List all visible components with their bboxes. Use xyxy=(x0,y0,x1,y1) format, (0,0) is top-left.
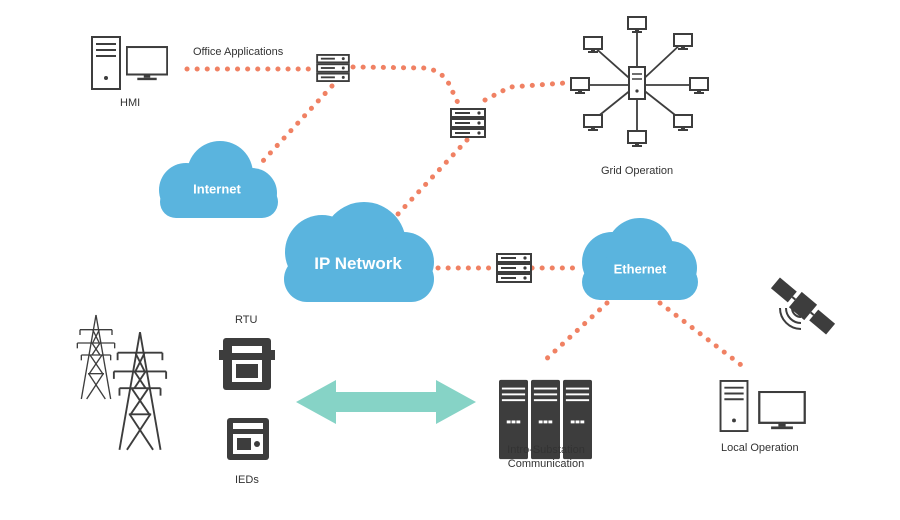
middle-switch-icon xyxy=(496,253,532,283)
ip-network-cloud xyxy=(284,202,434,302)
ethernet-label: Ethernet xyxy=(613,261,667,277)
local-monitor-icon xyxy=(758,391,806,431)
local-cpu-icon xyxy=(719,380,749,432)
link-central-switch-to-ip-network xyxy=(395,137,470,217)
transmission-tower-icon xyxy=(76,314,168,451)
intro-substation-label-line2: Communication xyxy=(507,458,585,470)
central-switch-icon xyxy=(450,108,486,138)
grid-operation-cluster xyxy=(570,16,709,148)
rtu-icon xyxy=(219,338,275,390)
ethernet-cloud xyxy=(582,218,698,300)
top-switch-icon xyxy=(316,54,350,82)
link-ethernet-to-substation xyxy=(539,300,610,366)
hmi-monitor-icon xyxy=(126,46,168,82)
intro-substation-label-line1: Intro-Substation xyxy=(507,444,585,456)
link-central-switch-to-grid xyxy=(482,80,568,103)
satellite-icon xyxy=(770,277,836,335)
office-applications-label: Office Applications xyxy=(193,46,284,58)
ieds-label: IEDs xyxy=(235,474,259,486)
link-ethernet-to-local-operation xyxy=(657,300,748,371)
grid-operation-label: Grid Operation xyxy=(601,165,674,177)
internet-label: Internet xyxy=(193,181,241,197)
local-operation-label: Local Operation xyxy=(721,442,799,454)
hmi-label: HMI xyxy=(120,97,141,109)
rtu-label: RTU xyxy=(235,314,258,326)
link-top-switch-to-central-switch xyxy=(350,64,461,106)
hmi-cpu-icon xyxy=(91,36,121,90)
ip-network-label: IP Network xyxy=(314,254,402,273)
grid-server-icon xyxy=(628,66,646,100)
link-top-switch-to-internet xyxy=(259,83,335,165)
bidirectional-arrow-icon xyxy=(296,380,476,424)
ied-icon xyxy=(227,418,269,460)
internet-cloud xyxy=(159,141,278,218)
